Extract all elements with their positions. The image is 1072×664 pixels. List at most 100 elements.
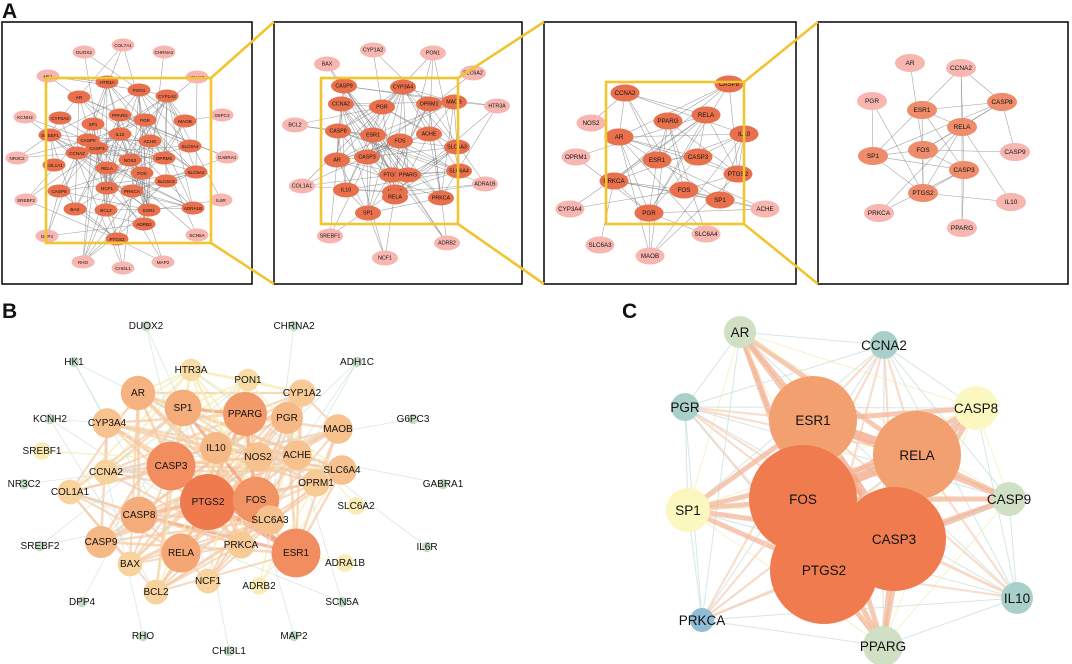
- edge-ar-il10: [618, 133, 745, 138]
- node-shape-oprm1: [561, 148, 591, 166]
- node-label-ar: AR: [615, 134, 624, 141]
- node-dpp4: DPP4: [69, 596, 95, 608]
- node-shape-pparg: [108, 108, 132, 122]
- node-label-casp3: CASP3: [953, 167, 975, 174]
- node-col1a1: COL1A1: [51, 479, 90, 505]
- node-pon1: PON1: [420, 45, 446, 61]
- node-label-esr1: ESR1: [143, 208, 155, 213]
- node-shape-rho: [71, 255, 95, 269]
- edge-bcl2-pgr: [294, 106, 383, 126]
- node-shape-ar: [67, 90, 91, 104]
- node-label-nos2: NOS2: [124, 158, 137, 163]
- node-label-cyp1a2: CYP1A2: [158, 94, 176, 99]
- node-shape-slc6a3: [154, 174, 178, 188]
- node-prkca: PRKCA: [599, 172, 629, 190]
- node-ccna2: CCNA2: [946, 59, 976, 77]
- node-label-pparg: PPARG: [951, 225, 973, 232]
- node-shape-g6pc3: [407, 413, 419, 425]
- node-il6r: IL6R: [416, 541, 438, 553]
- node-prkca: PRKCA: [864, 204, 894, 222]
- node-pgr: PGR: [133, 113, 157, 127]
- node-shape-nos2: [118, 153, 142, 167]
- node-label-slc6a3: SLC6A3: [588, 242, 612, 249]
- node-label-ncf1: NCF1: [378, 255, 392, 261]
- node-col7a1: COL7A1: [111, 38, 135, 52]
- node-casp3: CASP3: [683, 148, 713, 166]
- edge-pgr-ptgs2: [871, 100, 924, 194]
- node-srebf1: SREBF1: [317, 228, 343, 244]
- node-ache: ACHE: [416, 126, 442, 142]
- edge-prkca-rela: [613, 114, 707, 182]
- node-shape-pgr: [671, 393, 699, 421]
- node-label-casp3: CASP3: [688, 154, 709, 161]
- node-label-duox2: DUOX2: [129, 321, 164, 332]
- node-label-casp8: CASP8: [80, 138, 96, 143]
- node-chrna2: CHRNA2: [152, 45, 176, 59]
- node-bcl2: BCL2: [94, 203, 118, 217]
- edge-ptgs2-rela: [705, 114, 739, 175]
- node-slc6a4: SLC6A4: [178, 139, 202, 153]
- edge-adrb2-srebf1: [49, 134, 145, 225]
- node-shape-scn5a: [185, 228, 209, 242]
- node-label-il10: IL10: [206, 443, 226, 454]
- node-shape-fos: [130, 166, 154, 180]
- node-shape-col7a1: [111, 38, 135, 52]
- node-label-pparg: PPARG: [657, 118, 678, 125]
- node-slc6a4: SLC6A4: [323, 455, 361, 485]
- node-sp1: SP1: [81, 117, 105, 131]
- node-label-g6pc3: G6PC3: [397, 414, 430, 425]
- edge-adrb2-casp9: [343, 85, 448, 244]
- edge-ar-ptgs2: [618, 136, 739, 175]
- node-shape-bcl2: [282, 117, 308, 133]
- node-ar: AR: [604, 128, 634, 146]
- edge-ar-sp1: [687, 331, 741, 511]
- node-pparg: PPARG: [860, 626, 906, 664]
- node-label-oprm1: OPRM1: [420, 101, 439, 107]
- node-shape-ccna2: [328, 96, 354, 112]
- node-label-fos: FOS: [246, 495, 267, 506]
- node-shape-esr1: [271, 528, 321, 578]
- node-label-pon1: PON1: [426, 50, 440, 56]
- edge-adra1b-srebf1: [49, 134, 194, 209]
- node-gabra1: GABRA1: [423, 478, 464, 490]
- node-shape-pon1: [420, 45, 446, 61]
- node-sp1: SP1: [666, 488, 710, 532]
- node-ar: AR: [724, 316, 756, 348]
- node-label-srebf1: SREBF1: [320, 233, 341, 239]
- node-label-sp1: SP1: [363, 210, 373, 216]
- node-label-ache: ACHE: [283, 450, 311, 461]
- node-label-slc6a4: SLC6A4: [181, 144, 199, 149]
- node-shape-pgr: [133, 113, 157, 127]
- node-adra1b: ADRA1B: [181, 201, 205, 215]
- node-label-sp1: SP1: [675, 503, 701, 518]
- node-label-scn5a: SCN5A: [325, 597, 359, 608]
- node-ptgs2: PTGS2: [180, 474, 236, 530]
- node-nr3c2: NR3C2: [8, 478, 41, 490]
- node-label-esr1: ESR1: [649, 157, 666, 164]
- node-esr1: ESR1: [642, 151, 672, 169]
- node-shape-casp8: [987, 93, 1017, 111]
- node-shape-chi3l1: [111, 261, 135, 275]
- node-shape-casp8: [325, 123, 351, 139]
- node-sp1: SP1: [355, 205, 381, 221]
- node-label-srebf1: SREBF1: [23, 446, 62, 457]
- node-shape-rela: [95, 161, 119, 175]
- edge-casp9-fos: [922, 149, 1016, 153]
- node-label-fos: FOS: [395, 138, 406, 144]
- node-bcl2: BCL2: [282, 117, 308, 133]
- node-shape-ccna2: [610, 84, 640, 102]
- node-label-il6r: IL6R: [216, 198, 226, 203]
- node-label-col7a1: COL7A1: [114, 43, 132, 48]
- node-label-casp8: CASP8: [719, 81, 740, 88]
- panel-label-c: C: [622, 300, 637, 323]
- node-maob: MAOB: [635, 247, 665, 265]
- node-shape-col1a1: [289, 178, 315, 194]
- edge-casp9-ccna2: [58, 152, 78, 192]
- edge-cyp3a4-rela: [569, 114, 707, 210]
- node-g6pc3: G6PC3: [210, 108, 234, 122]
- node-maob: MAOB: [441, 94, 467, 110]
- zoom-highlights: [44, 20, 819, 286]
- node-label-gabra1: GABRA1: [218, 155, 237, 160]
- node-ccna2: CCNA2: [861, 331, 907, 359]
